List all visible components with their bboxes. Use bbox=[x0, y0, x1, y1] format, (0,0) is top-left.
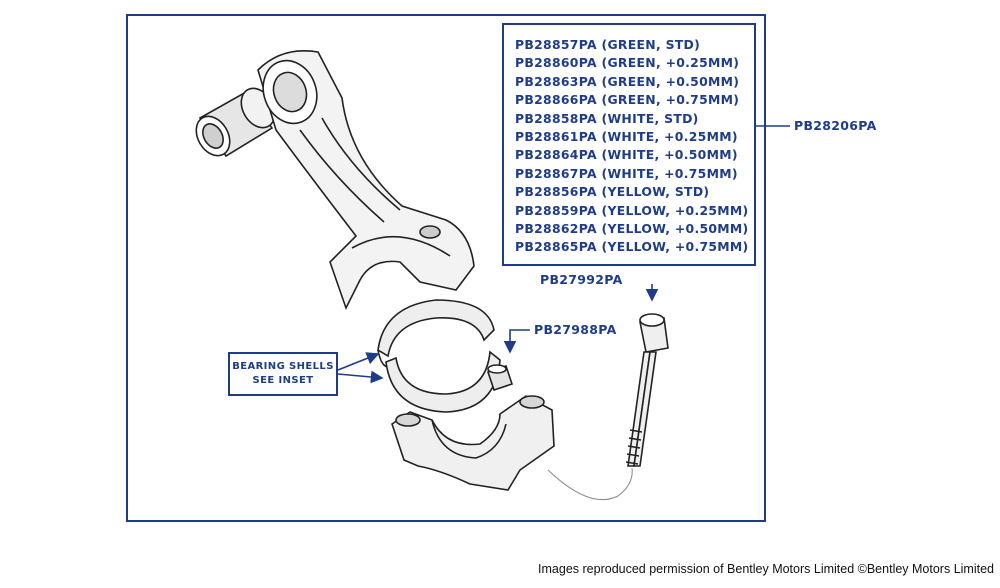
part-number-row: PB28859PA (YELLOW, +0.25MM) bbox=[515, 202, 749, 218]
part-number-row: PB28861PA (WHITE, +0.25MM) bbox=[515, 129, 738, 145]
bearing-note-line2: SEE INSET bbox=[252, 375, 314, 386]
small-end-bush bbox=[195, 87, 276, 158]
bolt-callout: PB27992PA bbox=[540, 272, 623, 287]
copyright-credit: Images reproduced permission of Bentley … bbox=[538, 562, 994, 576]
bearing-shells-note: BEARING SHELLS SEE INSET bbox=[228, 352, 338, 396]
dowel-callout: PB27988PA bbox=[534, 322, 617, 337]
part-number-row: PB28865PA (YELLOW, +0.75MM) bbox=[515, 239, 749, 255]
leader-lines bbox=[337, 125, 790, 384]
part-number-row: PB28860PA (GREEN, +0.25MM) bbox=[515, 55, 740, 71]
assembly-callout: PB28206PA bbox=[794, 118, 877, 133]
part-number-row: PB28857PA (GREEN, STD) bbox=[515, 37, 701, 52]
part-number-row: PB28866PA (GREEN, +0.75MM) bbox=[515, 92, 740, 108]
bearing-shell-parts-list: PB28857PA (GREEN, STD) PB28860PA (GREEN,… bbox=[502, 23, 756, 266]
lower-bearing-shell bbox=[385, 350, 501, 413]
part-number-row: PB28858PA (WHITE, STD) bbox=[515, 110, 699, 126]
part-number-row: PB28867PA (WHITE, +0.75MM) bbox=[515, 165, 738, 181]
connecting-rod bbox=[257, 50, 475, 311]
part-number-row: PB28863PA (GREEN, +0.50MM) bbox=[515, 73, 740, 89]
diagram-frame bbox=[126, 14, 766, 522]
upper-bearing-shell bbox=[377, 299, 495, 369]
bearing-note-line1: BEARING SHELLS bbox=[232, 361, 334, 372]
big-end-cap bbox=[391, 395, 555, 491]
connecting-rod-bolt bbox=[547, 313, 669, 501]
part-number-row: PB28856PA (YELLOW, STD) bbox=[515, 184, 710, 200]
dowel bbox=[486, 364, 514, 392]
part-number-row: PB28864PA (WHITE, +0.50MM) bbox=[515, 147, 738, 163]
part-number-row: PB28862PA (YELLOW, +0.50MM) bbox=[515, 221, 749, 237]
